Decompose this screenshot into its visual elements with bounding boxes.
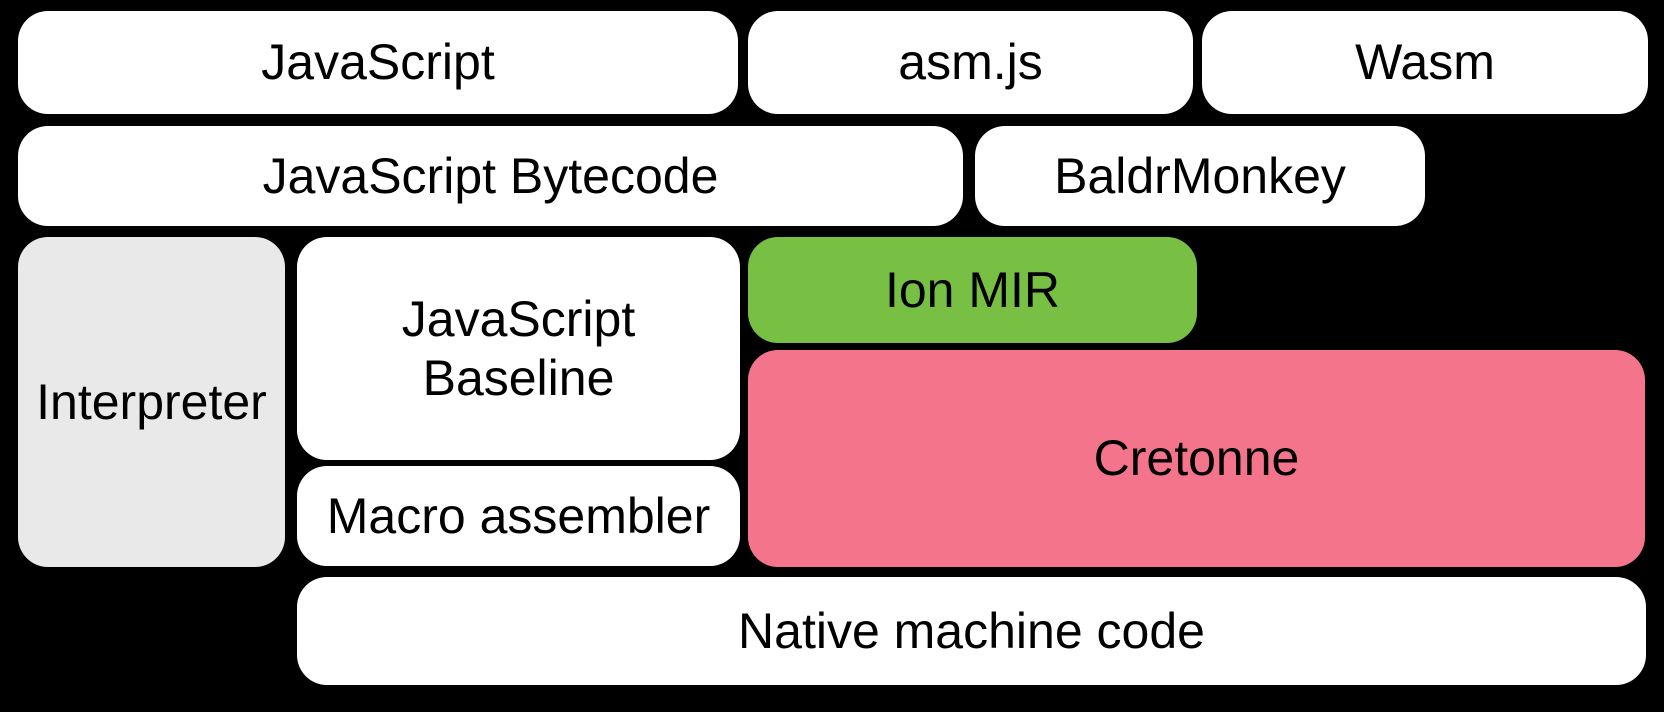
node-macro-assembler-label: Macro assembler [326,487,711,544]
node-javascript-baseline-line1: JavaScript [401,290,636,347]
node-interpreter: Interpreter [18,237,285,567]
node-javascript-baseline-line2: Baseline [422,349,615,406]
node-interpreter-label: Interpreter [36,373,267,430]
node-baldrmonkey: BaldrMonkey [975,126,1425,226]
node-cretonne-label: Cretonne [1093,430,1300,486]
node-native-machine-code: Native machine code [297,577,1646,685]
node-ion-mir-label: Ion MIR [884,261,1061,318]
node-javascript: JavaScript [18,11,738,114]
node-ion-mir: Ion MIR [748,237,1197,343]
node-native-machine-code-label: Native machine code [738,602,1205,659]
node-javascript-baseline: JavaScript Baseline [297,237,740,460]
node-javascript-bytecode-label: JavaScript Bytecode [262,147,719,204]
node-macro-assembler: Macro assembler [297,466,740,566]
node-asmjs-label: asm.js [898,34,1043,90]
node-baldrmonkey-label: BaldrMonkey [1054,147,1346,204]
node-wasm-label: Wasm [1355,34,1495,90]
node-cretonne: Cretonne [748,350,1645,567]
node-javascript-label: JavaScript [261,34,495,90]
node-wasm: Wasm [1202,11,1648,114]
node-javascript-bytecode: JavaScript Bytecode [18,126,963,226]
node-asmjs: asm.js [748,11,1193,114]
